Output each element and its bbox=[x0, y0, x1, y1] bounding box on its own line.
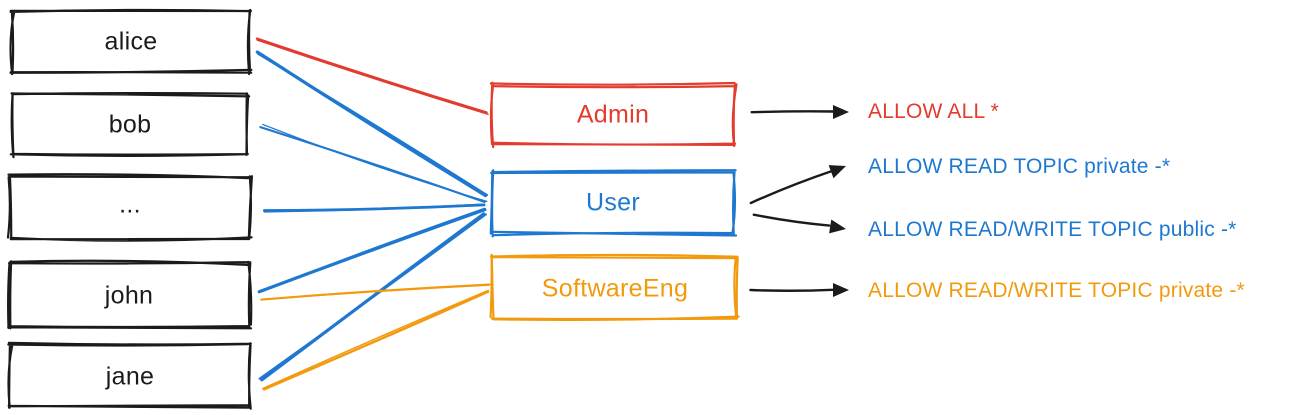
user-box-john-fill bbox=[9, 263, 250, 327]
user-box-bob bbox=[9, 92, 251, 159]
user-box-label-john: john bbox=[104, 281, 154, 310]
edge-bob-to-user bbox=[262, 123, 488, 203]
role-box-softwareeng-fill bbox=[493, 257, 737, 319]
edge-john-to-user bbox=[259, 207, 486, 293]
role-box-label-admin: Admin bbox=[576, 100, 650, 129]
role-box-user-fill bbox=[492, 172, 734, 234]
user-box-label-bob: bob bbox=[108, 110, 152, 139]
user-box-label-dots: ... bbox=[119, 190, 141, 219]
user-box-dots bbox=[6, 173, 253, 242]
arrow-softwareeng-to-readwrite-private bbox=[749, 288, 834, 292]
permission-text-allow-all: ALLOW ALL * bbox=[868, 100, 999, 123]
permission-text-allow-readwrite-private: ALLOW READ/WRITE TOPIC private -* bbox=[868, 279, 1245, 302]
user-box-jane-fill bbox=[10, 344, 250, 407]
user-box-john bbox=[7, 259, 253, 330]
edge-dots-to-user bbox=[263, 203, 484, 213]
arrow-admin-to-allow-all-head bbox=[833, 105, 849, 119]
arrow-softwareeng-to-readwrite-private-head bbox=[833, 283, 849, 297]
role-box-user bbox=[489, 169, 738, 238]
edge-john-to-softwareeng bbox=[260, 284, 490, 301]
arrow-admin-to-allow-all bbox=[750, 110, 835, 114]
user-box-alice bbox=[9, 8, 253, 76]
role-box-admin bbox=[489, 81, 738, 149]
edge-alice-to-admin bbox=[256, 39, 489, 116]
edge-jane-to-softwareeng bbox=[262, 289, 489, 390]
user-box-label-alice: alice bbox=[104, 27, 158, 56]
edge-alice-to-admin bbox=[255, 37, 488, 114]
arrow-user-to-readwrite-public bbox=[752, 213, 831, 227]
edge-alice-to-user bbox=[256, 52, 489, 196]
user-box-label-jane: jane bbox=[105, 362, 155, 391]
role-box-softwareeng bbox=[489, 253, 740, 322]
edge-jane-to-softwareeng bbox=[262, 290, 490, 391]
role-box-admin-fill bbox=[492, 84, 735, 145]
arrow-user-to-read-private bbox=[749, 169, 834, 205]
permission-text-allow-read-private: ALLOW READ TOPIC private -* bbox=[868, 155, 1171, 178]
user-box-alice-fill bbox=[12, 11, 250, 72]
user-box-jane bbox=[7, 341, 252, 410]
arrow-user-to-read-private-head bbox=[828, 165, 846, 179]
arrow-user-to-readwrite-public-head bbox=[829, 219, 846, 234]
permission-text-allow-readwrite-public: ALLOW READ/WRITE TOPIC public -* bbox=[868, 218, 1237, 241]
role-box-label-user: User bbox=[586, 188, 640, 217]
user-box-dots-fill bbox=[10, 177, 250, 239]
role-box-label-softwareeng: SoftwareEng bbox=[541, 274, 689, 303]
edge-jane-to-user bbox=[258, 213, 487, 380]
user-box-bob-fill bbox=[12, 94, 248, 155]
